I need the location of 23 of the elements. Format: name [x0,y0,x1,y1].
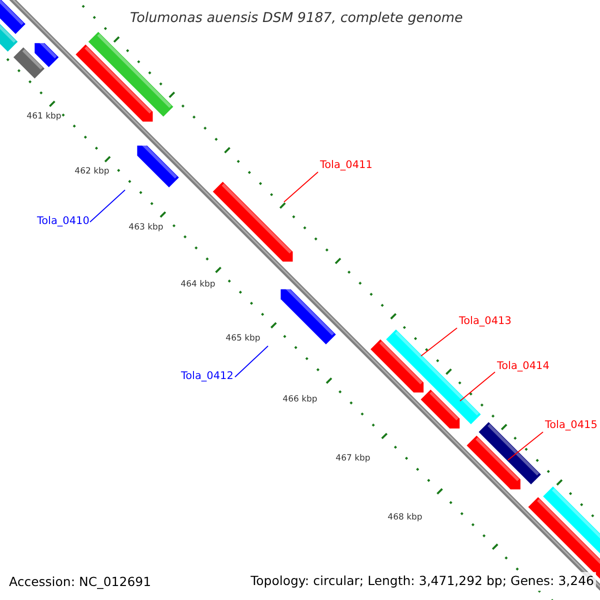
tick-label: 468 kbp [388,512,422,524]
tick-label: 463 kbp [128,222,164,234]
tick-label: 464 kbp [180,278,216,292]
gene-label: Tola_0412 [181,370,234,383]
leader-line [420,328,458,356]
leader-line [460,372,496,402]
gene-label: Tola_0415 [545,419,598,432]
tick-label: 466 kbp [282,394,318,406]
gene-label: Tola_0413 [459,315,512,328]
tick-label: 465 kbp [226,332,260,346]
title: Tolumonas auensis DSM 9187, complete genome [130,9,463,28]
leader-line [284,172,318,202]
gene-label: Tola_0410 [37,215,90,228]
tick-label: 461 kbp [26,110,62,124]
genome-info-text: Topology: circular; Length: 3,471,292 bp; Genes: 3,246 [248,572,596,591]
leader-line [234,346,268,378]
leader-line [90,190,126,222]
tick-label: 467 kbp [336,452,370,466]
gene-label: Tola_0411 [320,159,372,172]
accession-text: Accession: NC_012691 [9,573,152,591]
leader-line [508,432,544,460]
tick-label: 462 kbp [74,166,110,178]
gene-label: Tola_0414 [497,360,550,373]
